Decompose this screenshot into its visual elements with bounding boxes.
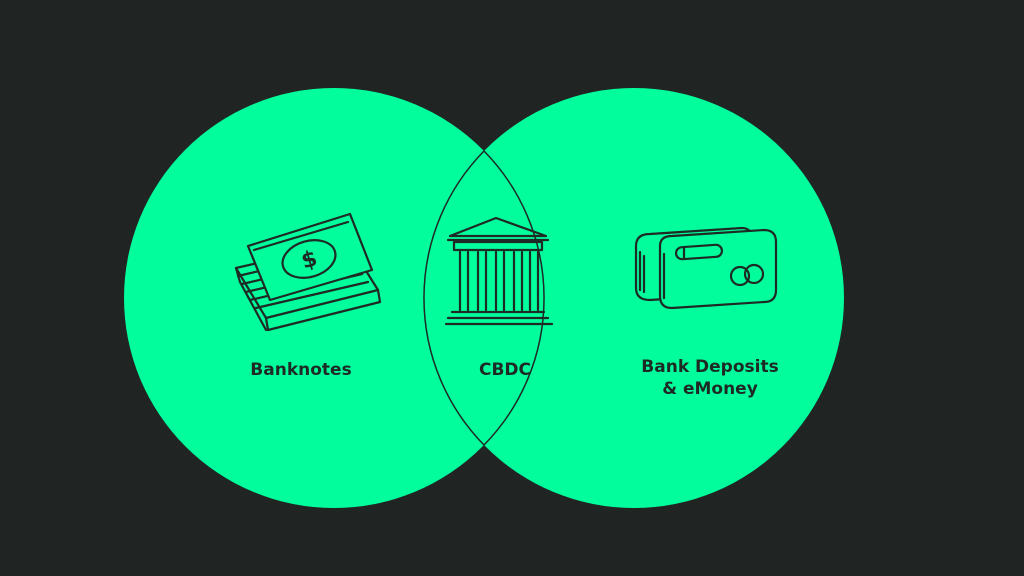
label-bank-deposits: Bank Deposits & eMoney: [620, 356, 800, 400]
circle-banknotes: [124, 88, 544, 508]
svg-text:$: $: [299, 246, 321, 274]
banknotes-stack-icon: $: [234, 212, 382, 332]
label-cbdc: CBDC: [478, 360, 532, 380]
label-bank-deposits-line1: Bank Deposits: [641, 357, 779, 377]
bank-cards-icon: [634, 226, 778, 310]
circle-bank-deposits: [424, 88, 844, 508]
label-banknotes: Banknotes: [250, 360, 352, 380]
label-bank-deposits-line2: & eMoney: [662, 379, 758, 399]
central-bank-building-icon: [444, 216, 554, 326]
